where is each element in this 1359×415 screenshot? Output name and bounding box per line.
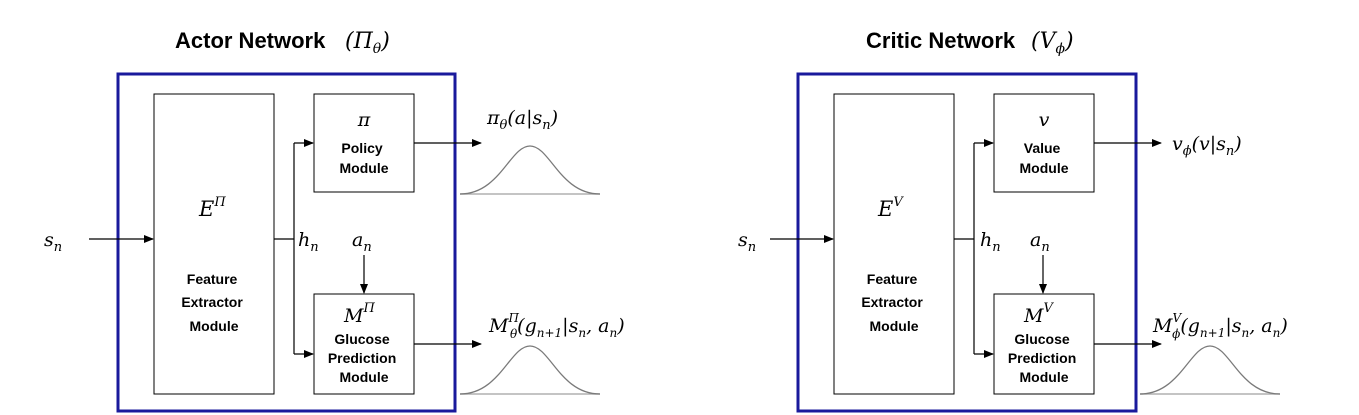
actor-policy-output: πθ(a|sn) <box>486 107 558 133</box>
critic-glucose-module-box <box>993 293 1095 395</box>
actor-glucose-module-box <box>313 293 415 395</box>
actor-policy-module-box <box>313 93 415 193</box>
actor-feature-extractor-box <box>153 93 275 395</box>
critic-value-module-box <box>993 93 1095 193</box>
critic-input-symbol: sn <box>738 229 756 255</box>
actor-policy-distribution-curve <box>459 145 601 195</box>
actor-title: Actor Network <box>175 28 326 53</box>
critic-action-symbol: an <box>1030 229 1050 255</box>
critic-feature-extractor-box <box>833 93 955 395</box>
critic-title-symbol: (Vϕ) <box>1031 29 1074 57</box>
actor-extractor-label: Feature Extractor Module <box>181 271 246 334</box>
critic-value-symbol: v <box>1039 109 1050 131</box>
critic-glucose-distribution-curve <box>1139 345 1281 395</box>
actor-title-symbol: (Πθ) <box>345 29 390 57</box>
critic-title: Critic Network <box>866 28 1016 53</box>
critic-network: Critic Network (Vϕ) sn EV Feature Extrac… <box>738 28 1288 413</box>
critic-hidden-symbol: hn <box>980 229 1001 255</box>
actor-hidden-symbol: hn <box>298 229 319 255</box>
actor-network: Actor Network (Πθ) sn EΠ Feature Extract… <box>44 28 625 413</box>
actor-glucose-label: Glucose Prediction Module <box>328 331 400 385</box>
critic-value-output: vϕ(v|sn) <box>1172 133 1242 159</box>
actor-policy-symbol: π <box>357 109 371 131</box>
actor-action-symbol: an <box>352 229 372 255</box>
critic-extractor-label: Feature Extractor Module <box>861 271 926 334</box>
actor-input-symbol: sn <box>44 229 62 255</box>
actor-glucose-distribution-curve <box>459 345 601 395</box>
critic-glucose-label: Glucose Prediction Module <box>1008 331 1080 385</box>
actor-policy-label: Policy Module <box>340 140 389 176</box>
actor-network-border <box>116 72 457 413</box>
critic-value-label: Value Module <box>1020 140 1069 176</box>
critic-network-border <box>796 72 1138 413</box>
